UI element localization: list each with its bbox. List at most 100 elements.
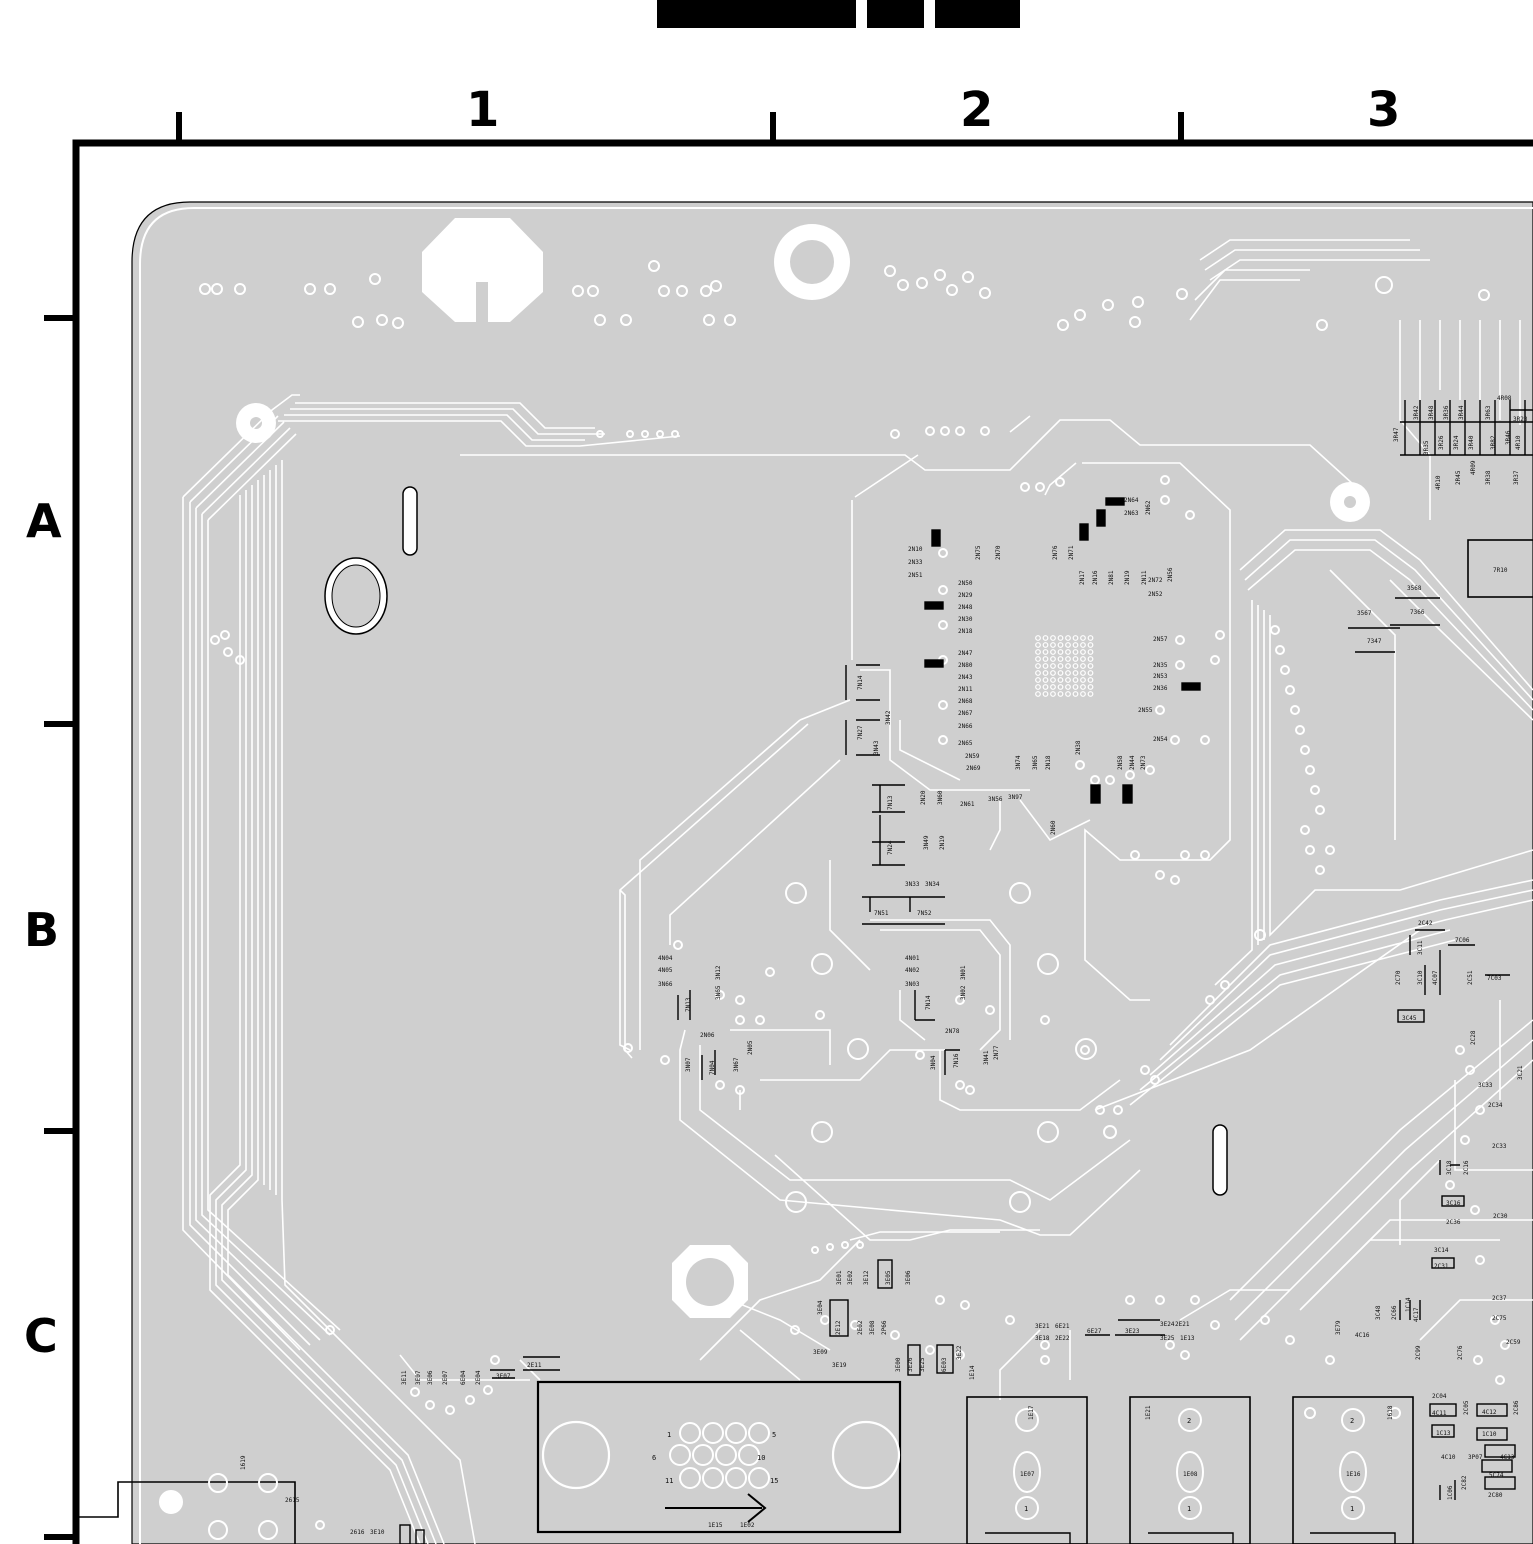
bga-ball [1050,663,1056,669]
bga-ball [1087,649,1094,655]
component-ref-1e02: 1E02 [740,1522,755,1529]
component-ref-2c16: 2C16 [1463,1160,1470,1175]
component-ref-6e03: 6E03 [941,1357,948,1372]
component-ref-1e21: 1E21 [1145,1405,1152,1420]
component-ref-2r45: 2R45 [1455,470,1462,485]
component-ref-2n75: 2N75 [975,545,982,560]
component-ref-2c05: 2C05 [1463,1400,1470,1415]
component-ref-2n18: 2N18 [958,628,973,635]
dsub-connector: 1 5 6 10 11 15 [541,1420,901,1523]
component-ref-7n16: 7N16 [953,1053,960,1068]
component-ref-6e04: 6E04 [460,1370,467,1385]
column-label-3: 3 [1367,82,1401,138]
bga-ball [1080,691,1086,697]
bga-ball [1087,691,1094,697]
component-ref-2n66: 2N66 [958,723,973,730]
jack-1e08-pin-1: 1 [1350,1505,1354,1513]
component-ref-3n43: 3N43 [873,740,880,755]
row-label-b: B [24,903,60,957]
bga-ball [1057,677,1064,683]
component-ref-4c10: 4C10 [1441,1454,1456,1461]
title-block-3 [935,0,1020,28]
bga-ball [1057,642,1064,648]
component-ref-2615: 2615 [285,1497,300,1504]
dsub-pin-hole [748,1467,770,1489]
component-ref-2c31: 2C31 [1434,1263,1449,1270]
bga-ball [1050,649,1056,655]
component-ref-3r82: 3R82 [1490,435,1497,450]
dsub-pin-hole [748,1422,770,1444]
component-ref-3r23: 3R23 [1513,416,1528,423]
bga-chip-grid [1035,635,1094,697]
component-ref-2n38: 2N38 [1075,740,1082,755]
bga-ball [1057,684,1064,690]
component-ref-1e08: 1E08 [1183,1471,1198,1478]
component-ref-3e26: 3E26 [907,1357,914,1372]
component-ref-2n30: 2N30 [958,616,973,623]
component-ref-1e17: 1E17 [1028,1405,1035,1420]
component-ref-3n41: 3N41 [983,1050,990,1065]
component-ref-2n67: 2N67 [958,710,973,717]
bga-ball [1042,656,1049,662]
component-ref-3c21: 3C21 [1517,1065,1524,1080]
component-ref-7n13: 7N13 [887,795,894,810]
component-ref-3n49: 3N49 [923,835,930,850]
jack-1e02-outline [966,1396,1088,1544]
component-ref-3c18: 3C18 [1446,1160,1453,1175]
component-ref-4r09: 4R09 [1470,460,1477,475]
component-ref-6e27: 6E27 [1087,1328,1102,1335]
bga-ball [1042,663,1049,669]
component-ref-4n02: 4N02 [905,967,920,974]
component-ref-3r46: 3R46 [1505,430,1512,445]
component-ref-2n69: 2N69 [966,765,981,772]
bga-ball [1035,670,1041,676]
component-ref-2n63: 2N63 [1124,510,1139,517]
component-ref-2c34: 2C34 [1488,1102,1503,1109]
component-ref-2n58: 2N58 [1117,755,1124,770]
bga-ball [1065,656,1071,662]
component-ref-2n61: 2N61 [960,801,975,808]
component-ref-2n78: 2N78 [945,1028,960,1035]
component-ref-7n24: 7N24 [887,840,894,855]
bga-ball [1035,691,1041,697]
component-ref-3567: 3567 [1357,610,1372,617]
component-ref-2n64: 2N64 [1124,497,1139,504]
bga-ball [1080,635,1086,641]
dsub-pin-hole [679,1422,701,1444]
component-ref-3n07: 3N07 [685,1057,692,1072]
component-ref-3n67: 3N67 [733,1057,740,1072]
top-via-holes [199,260,1490,331]
dsub-pin-1: 1 [667,1431,671,1439]
bga-ball [1080,656,1086,662]
column-label-1: 1 [466,82,500,138]
bga-ball [1035,635,1041,641]
component-ref-3r44: 3R44 [1458,405,1465,420]
dsub-pin-5: 5 [772,1431,776,1439]
component-ref-2c86: 2C86 [1513,1400,1520,1415]
component-ref-7n13: 7N13 [685,997,692,1012]
bga-ball [1057,670,1064,676]
component-ref-2c04: 2C04 [1432,1393,1447,1400]
component-ref-3e07: 3E07 [415,1370,422,1385]
component-ref-7n14: 7N14 [925,995,932,1010]
bga-ball [1080,642,1086,648]
bga-ball [1035,649,1041,655]
component-ref-3c10: 3C10 [1417,970,1424,985]
component-ref-2n68: 2N68 [958,698,973,705]
title-block-2 [867,0,924,28]
ground-pads [159,882,1123,1540]
component-ref-2c76: 2C76 [1457,1345,1464,1360]
component-ref-4c16: 4C16 [1355,1332,1370,1339]
component-ref-1c14: 1C14 [1405,1297,1412,1312]
component-ref-1c10: 1C10 [1482,1431,1497,1438]
bga-ball [1087,684,1094,690]
component-ref-3n12: 3N12 [715,965,722,980]
bga-ball [1042,642,1049,648]
bga-ball [1035,677,1041,683]
component-ref-2n06: 2N06 [700,1032,715,1039]
component-ref-4n01: 4N01 [905,955,920,962]
component-ref-2n65: 2N65 [958,740,973,747]
component-ref-2n56: 2N56 [1167,567,1174,582]
component-ref-3r48: 3R48 [1428,405,1435,420]
